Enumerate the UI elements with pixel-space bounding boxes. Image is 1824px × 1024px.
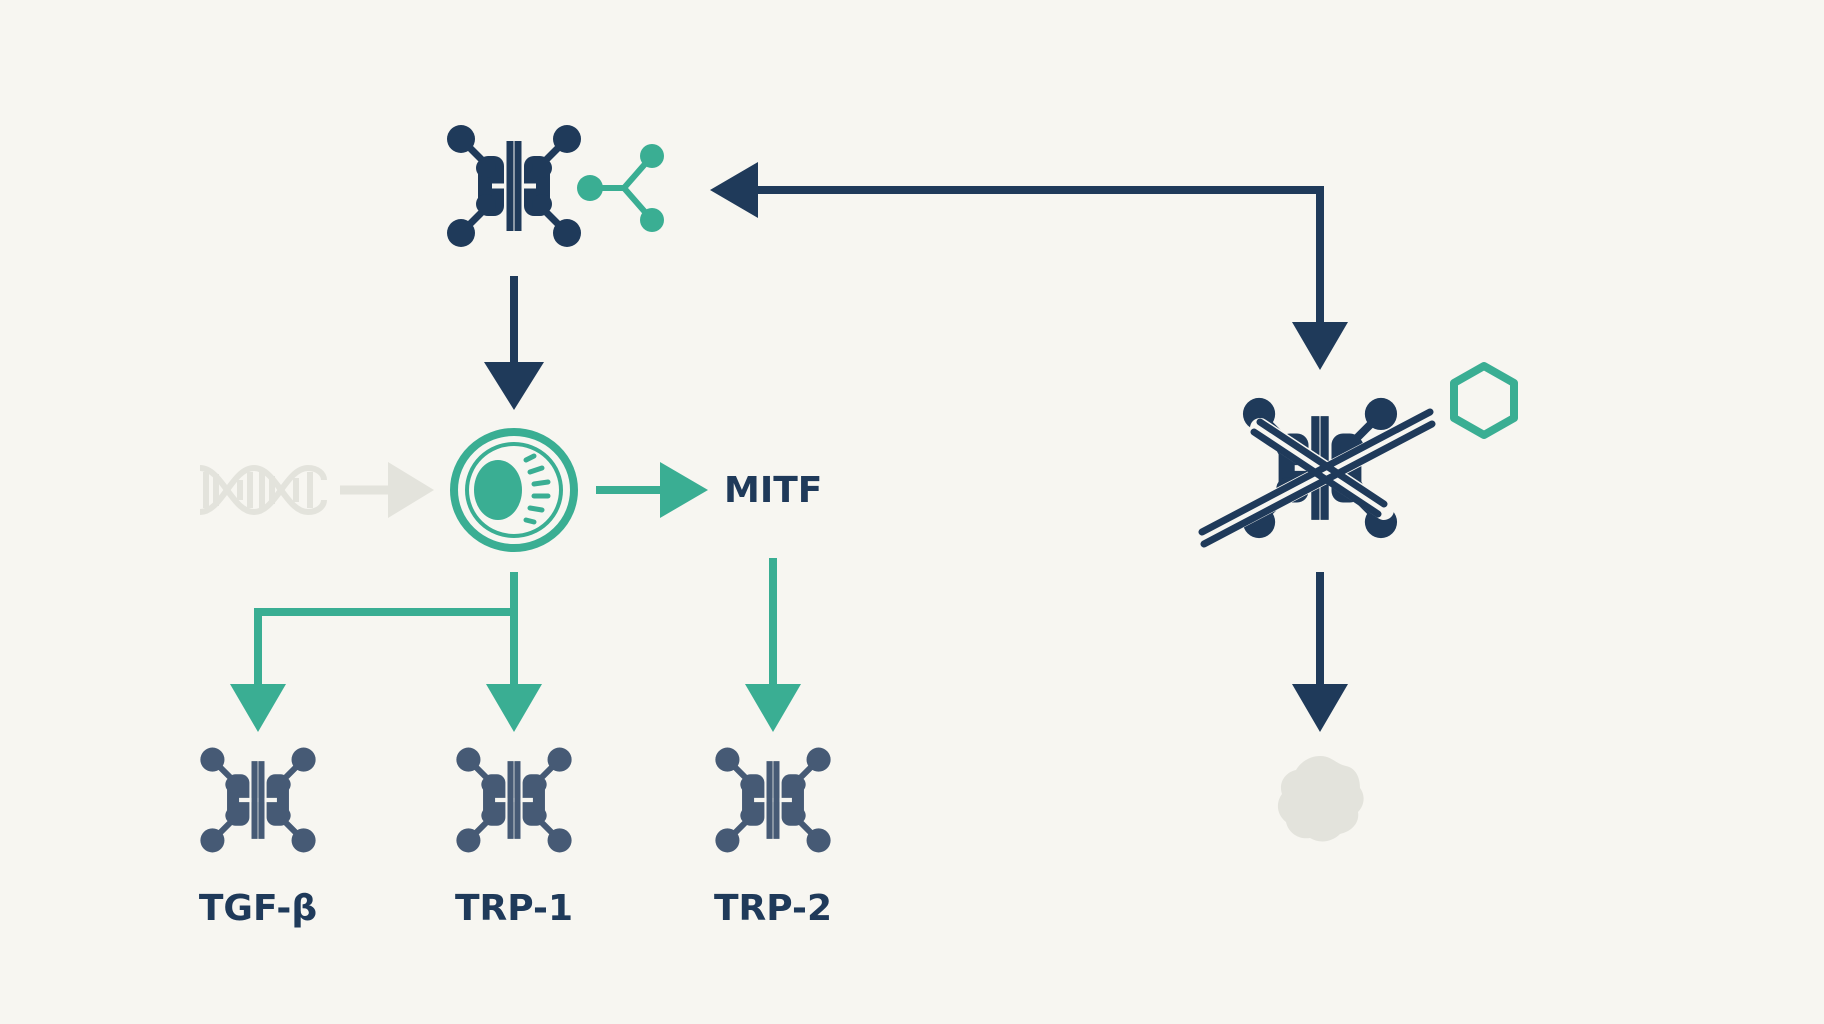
trp2-protein-icon bbox=[715, 748, 830, 853]
arrow-dna-to-cell bbox=[340, 462, 434, 518]
tgf-beta-label: TGF-β bbox=[199, 888, 317, 929]
arrow-receptor-to-cell bbox=[484, 276, 544, 410]
arrow-cell-to-trp1 bbox=[486, 572, 542, 732]
dna-helix-icon bbox=[199, 464, 327, 516]
trp1-protein-icon bbox=[456, 748, 571, 853]
arrow-cell-to-tgf-beta bbox=[230, 572, 518, 732]
melanocyte-cell-icon bbox=[450, 428, 578, 552]
tgf-beta-protein-icon bbox=[200, 748, 315, 853]
receptor-ligand-complex-icon bbox=[447, 125, 664, 247]
trp1-label: TRP-1 bbox=[455, 888, 573, 929]
trp2-label: TRP-2 bbox=[714, 888, 832, 929]
mitf-label: MITF bbox=[724, 470, 822, 511]
arrow-blocked-to-blob bbox=[1292, 572, 1348, 732]
connector-blocked-to-receptor bbox=[710, 162, 1348, 370]
arrow-cell-to-mitf bbox=[596, 462, 708, 518]
blocked-receptor-icon bbox=[1192, 398, 1442, 548]
arrow-mitf-to-trp2 bbox=[745, 558, 801, 732]
faded-pigment-blob-icon bbox=[1277, 756, 1364, 842]
hexagon-molecule-icon bbox=[1450, 362, 1518, 439]
